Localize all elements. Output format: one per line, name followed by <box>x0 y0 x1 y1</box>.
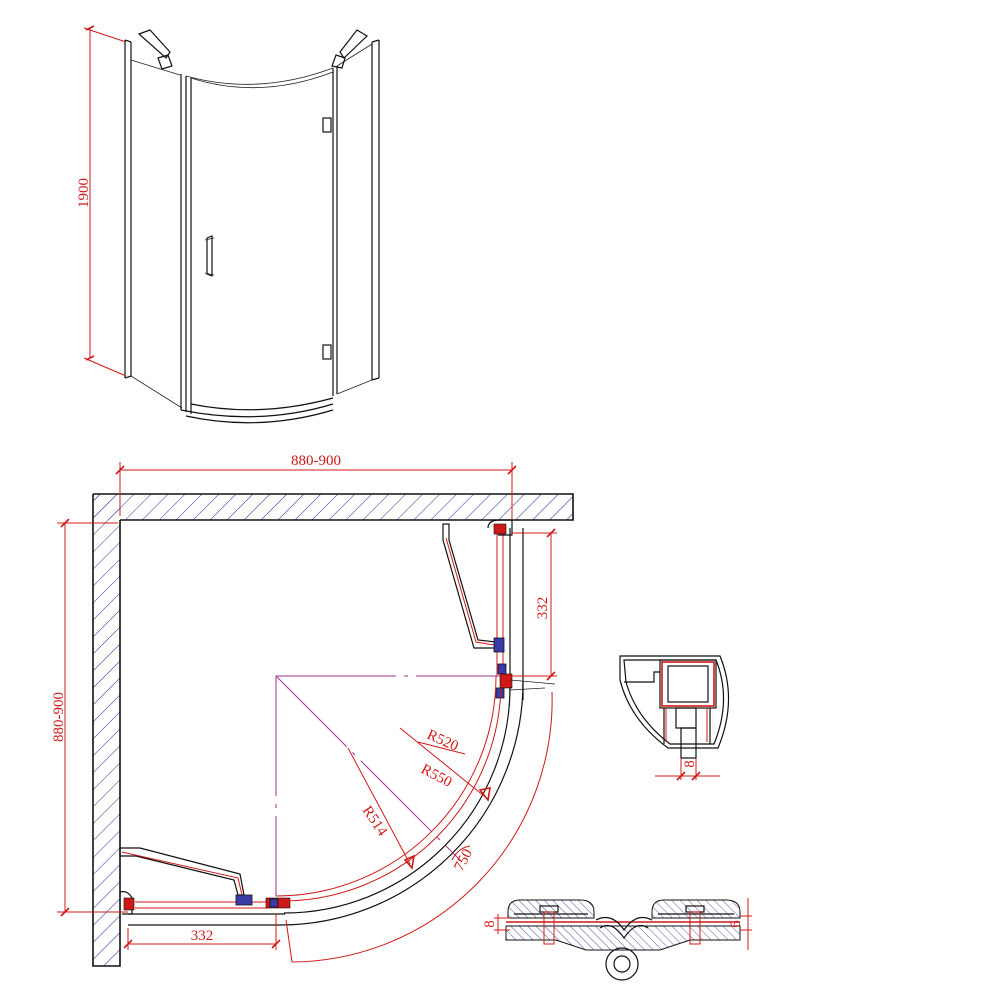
wall-back <box>93 493 574 521</box>
width-left-dimension: 880-900 <box>51 518 128 917</box>
wall-left <box>92 494 121 967</box>
right-support-bar <box>442 523 505 653</box>
seal-left-label: 8 <box>482 920 498 928</box>
radius-inner-label: R520 <box>424 727 460 755</box>
left-wall-bracket <box>137 29 173 70</box>
profile-width-dimension: 8 <box>655 758 720 781</box>
plan-view: 880-900 880-900 <box>51 453 574 967</box>
height-dimension: 1900 <box>76 25 127 377</box>
bottom-support-bar <box>119 847 253 906</box>
height-label: 1900 <box>76 178 92 208</box>
right-hinge <box>495 663 556 699</box>
curved-door-track <box>275 675 553 963</box>
hinge-offset-bottom-label: 332 <box>191 928 214 944</box>
seal-left-dimension: 8 <box>482 914 510 934</box>
seal-right-dimension: 6 <box>728 898 752 950</box>
seal-right-label: 6 <box>728 920 744 928</box>
profile-detail: 8 <box>619 655 730 781</box>
right-wall-bracket <box>331 29 368 69</box>
perspective-view: 1900 <box>76 25 380 424</box>
width-top-label: 880-900 <box>291 453 341 469</box>
profile-width-label: 8 <box>682 760 698 768</box>
bottom-fixed-glass <box>119 891 285 926</box>
construction-lines <box>275 675 500 896</box>
door-panel <box>180 67 334 424</box>
hinge-offset-right-label: 332 <box>535 597 551 620</box>
width-left-label: 880-900 <box>51 692 67 742</box>
bottom-hinge <box>265 897 291 909</box>
right-fixed-panel <box>332 39 380 396</box>
width-top-dimension: 880-900 <box>115 453 517 528</box>
seal-detail: 8 6 <box>482 898 752 981</box>
radius-outer-label: R550 <box>418 761 454 790</box>
hinge-offset-bottom-dimension: 332 <box>123 914 281 950</box>
left-fixed-panel <box>124 39 183 409</box>
radius-center-label: R514 <box>359 803 391 839</box>
door-hinges <box>322 117 332 360</box>
door-handle <box>204 235 215 277</box>
hinge-offset-right-dimension: 332 <box>512 528 557 681</box>
